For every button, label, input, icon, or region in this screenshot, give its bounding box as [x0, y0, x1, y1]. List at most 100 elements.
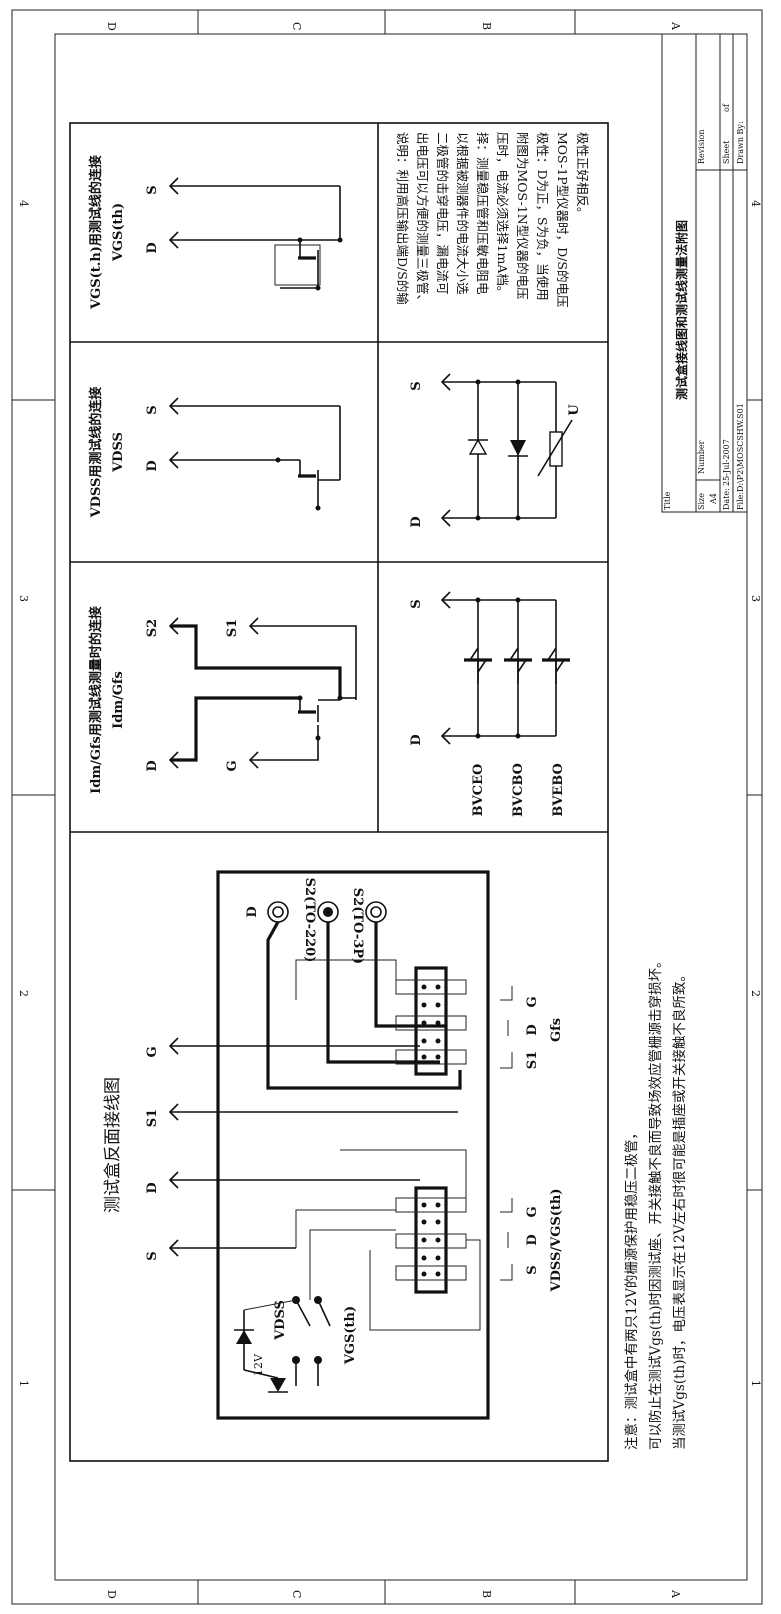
zone-row-label: C	[290, 22, 303, 30]
toggle-switch	[243, 1296, 331, 1386]
test-box-outline	[216, 870, 490, 1420]
pin-label-g: G	[525, 996, 540, 1007]
pin-label-d: D	[525, 1024, 540, 1035]
group-label-gfs: Gfs	[549, 1018, 564, 1042]
connector-gfs	[414, 966, 448, 1076]
tb-title-label: Title	[663, 491, 672, 510]
voltage-label: 12V	[252, 1353, 265, 1376]
pin-label-s1: S1	[525, 1051, 540, 1069]
terminal-s1-label: S1	[145, 1109, 160, 1127]
terminal-s-label: S	[145, 1251, 160, 1260]
zone-col-label: 2	[17, 990, 30, 997]
terminal-s-label: S	[409, 599, 424, 608]
zone-row-label: C	[290, 1590, 303, 1598]
wiring-title: 测试盒反面接线图	[103, 1077, 123, 1213]
panel-vdss: VDSS用测试线的连接 VDSS D S	[88, 387, 341, 519]
zone-row-label: B	[480, 22, 493, 30]
terminal-d-label: D	[145, 242, 160, 253]
tb-date-label: Date:	[722, 488, 731, 510]
panel-wiring: 测试盒反面接线图 S D S1 G D S2(TO-220) S2(TO-3P)	[103, 870, 564, 1420]
bjt-label-bvebo: BVEBO	[551, 763, 566, 817]
panel-grid	[69, 122, 609, 1462]
varistor-symbol	[549, 431, 563, 467]
tb-size-label: Size	[697, 493, 706, 510]
zone-col-label: 3	[749, 595, 762, 602]
explanation-line: 附图为MOS-1N型仪器的电压	[515, 132, 530, 300]
explanation-line: 出电压可以方便的测量三极管、	[415, 132, 430, 307]
terminal-g-label: G	[225, 760, 240, 771]
panel-vgs-subtitle: VGS(th)	[111, 203, 126, 262]
panel-explanation: 说明：利用高压输出端D/S的输 出电压可以方便的测量三极管、 二极管的击穿电压，…	[395, 132, 590, 307]
socket-d	[267, 901, 289, 923]
terminal-d-label: D	[145, 1182, 160, 1193]
zone-col-label: 1	[749, 1380, 762, 1387]
panel-vgs-title: VGS(t.h)用测试线的连接	[88, 155, 104, 310]
tb-size: A4	[709, 493, 718, 505]
pin-label-d: D	[525, 1234, 540, 1245]
pin-label-g: G	[525, 1206, 540, 1217]
notes: 注意：测试盒中有两只12V的栅源保护用稳压二极管， 可以防止在测试Vgs(th)…	[623, 955, 688, 1450]
panel-vgs: VGS(t.h)用测试线的连接 VGS(th) D S	[88, 155, 343, 310]
tb-number-label: Number	[697, 440, 706, 474]
zone-row-label: A	[669, 1589, 682, 1599]
explanation-line: 极性：D为正，S为负，当使用	[535, 132, 550, 301]
diode-outline	[468, 438, 488, 455]
panel-vdss-subtitle: VDSS	[111, 432, 126, 473]
zone-col-label: 4	[749, 200, 762, 207]
socket-label-to220: S2(TO-220)	[302, 878, 317, 963]
zone-row-label: D	[105, 1590, 118, 1599]
bjt-label-bvceo: BVCEO	[471, 764, 486, 817]
switch-label-vdss: VDSS	[273, 1300, 288, 1341]
connector-vdss	[414, 1186, 448, 1294]
zone-col-label: 2	[749, 990, 762, 997]
terminal-d-label: D	[145, 760, 160, 771]
drawing-border: D C B A D C B A 4 3 2 1 4 3 2 1	[11, 9, 763, 1605]
explanation-line: MOS-1P型仪器时，D/S的电压	[555, 132, 570, 307]
terminal-s-label: S	[145, 405, 160, 414]
explanation-line: 以根据被测器件的电流大小选	[455, 132, 470, 295]
note-line: 当测试Vgs(th)时，电压表显示在12V左右时很可能是插座或开关接触不良所致。	[671, 968, 688, 1450]
pin-label-s: S	[525, 1265, 540, 1274]
zone-col-label: 3	[17, 595, 30, 602]
socket-s2-to220	[317, 901, 339, 923]
group-label-vdss-vgs: VDSS/VGS(th)	[549, 1189, 564, 1293]
title-block: Title 测试盒接线图和测试线测量法附图 Size A4 Number Rev…	[661, 33, 748, 513]
tb-file: D:\P2\MOSCSHW.S01	[736, 403, 745, 492]
note-line: 注意：测试盒中有两只12V的栅源保护用稳压二极管，	[623, 1126, 640, 1450]
note-line: 可以防止在测试Vgs(th)时因测试座、开关接触不良而导致场效应管栅源击穿损坏。	[647, 955, 664, 1450]
zone-row-label: A	[669, 21, 682, 31]
socket-label-d: D	[245, 906, 260, 917]
terminal-g-label: G	[145, 1046, 160, 1057]
explanation-line: 压时，电流必须选择1mA档。	[495, 132, 510, 298]
panel-vdss-title: VDSS用测试线的连接	[88, 387, 104, 519]
tb-title: 测试盒接线图和测试线测量法附图	[674, 220, 689, 400]
transistor-symbol	[542, 647, 570, 684]
diode-filled	[510, 440, 526, 456]
terminal-d-label: D	[409, 734, 424, 745]
terminal-s-label: S	[409, 381, 424, 390]
socket-s2-to3p	[365, 901, 387, 923]
explanation-line: 极性正好相反。	[575, 132, 590, 220]
explanation-line: 说明：利用高压输出端D/S的输	[395, 132, 410, 305]
socket-label-to3p: S2(TO-3P)	[350, 888, 365, 964]
transistor-symbol	[464, 647, 492, 684]
tb-revision-label: Revision	[697, 130, 706, 164]
tb-file-label: File:	[736, 492, 745, 510]
terminal-s2-label: S2	[145, 619, 160, 637]
zone-row-label: D	[105, 22, 118, 31]
zener-diode-icon	[270, 1378, 286, 1392]
terminal-s-label: S	[145, 185, 160, 194]
explanation-line: 择：测量稳压管和压敏电阻电	[475, 132, 490, 295]
zone-col-label: 1	[17, 1380, 30, 1387]
transistor-symbol	[504, 647, 532, 684]
terminal-d-label: D	[409, 516, 424, 527]
varistor-u-label: U	[567, 404, 582, 416]
switch-label-vgs: VGS(th)	[343, 1306, 358, 1365]
terminal-d-label: D	[145, 460, 160, 471]
explanation-line: 二极管的击穿电压，漏电流可	[435, 132, 450, 295]
tb-drawn-label: Drawn By:	[736, 121, 745, 164]
tb-of-label: of	[722, 103, 731, 112]
zone-col-label: 4	[17, 200, 30, 207]
panel-bjt: D S BVCEO BVCBO BVEBO	[409, 591, 570, 817]
